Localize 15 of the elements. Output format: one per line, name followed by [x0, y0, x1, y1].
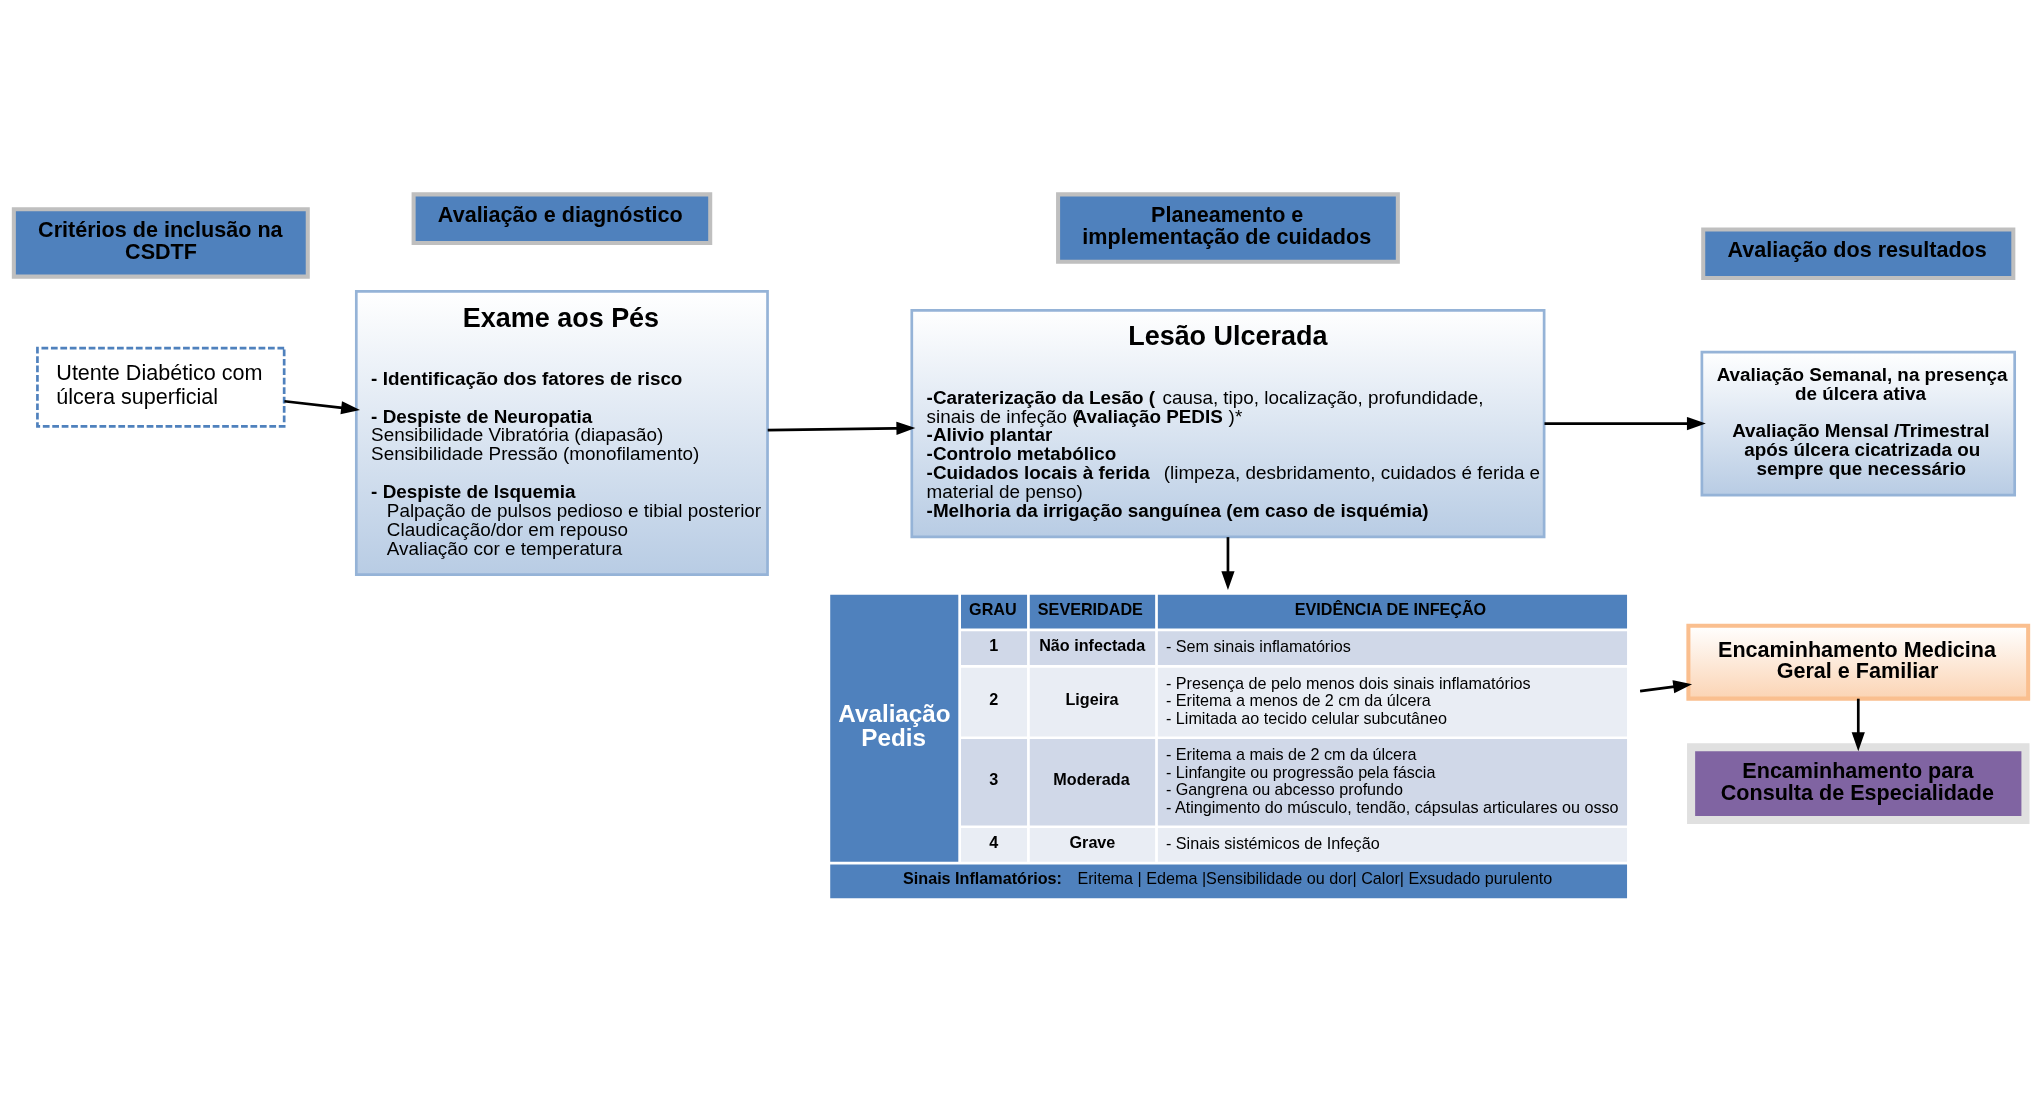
node-box: Critérios de inclusão na CSDTF	[11, 207, 310, 279]
node-box: Utente Diabético com úlcera superficial	[36, 346, 286, 428]
arrow	[284, 399, 360, 415]
node-box: Avaliação Semanal, na presença de úlcera ativa Avaliação Mensal /Trimestral após úlcera cicatrizada ou sempre que necessário	[1700, 350, 2017, 497]
node-box: Exame aos Pés - Identificação dos fatores de risco - Despiste de Neuropatia Sensibilidade Vibratória (diapasão) Sensibilidade Pressão (monofilamento) - Despiste de Isquemia Palpação de pulsos pedioso e tibial posterior Claudicação/dor em repouso Avaliação cor e temperatura	[354, 290, 769, 576]
arrow	[767, 421, 916, 435]
node-box: Encaminhamento Medicina Geral e Familiar	[1686, 623, 2031, 701]
node-box: Planeamento e implementação de cuidados	[1056, 192, 1400, 264]
arrow	[1221, 537, 1235, 591]
node-box: Encaminhamento para Consulta de Especialidade	[1687, 743, 2030, 825]
node-box: Avaliação e diagnóstico	[411, 192, 713, 245]
arrow	[1544, 416, 1706, 431]
arrow	[1639, 680, 1693, 694]
arrow	[1851, 698, 1865, 752]
node-box: Avaliação dos resultados	[1701, 227, 2016, 280]
